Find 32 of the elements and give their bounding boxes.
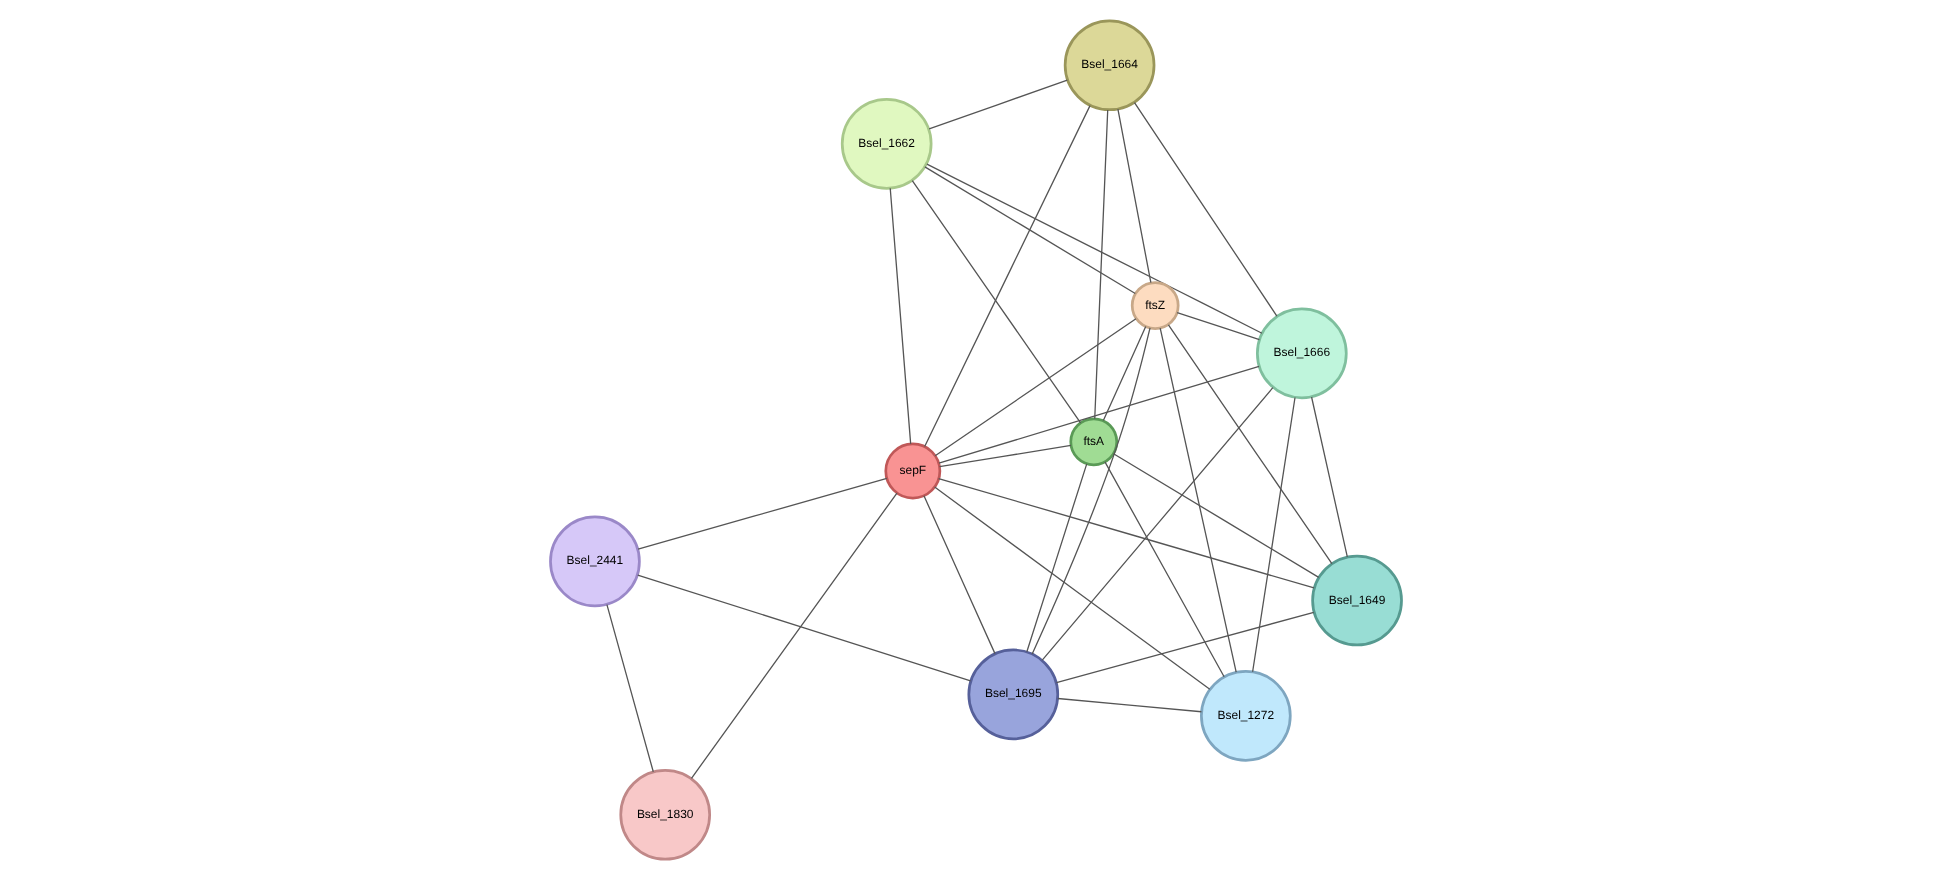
connector <box>1040 387 1273 661</box>
connector <box>1116 108 1151 284</box>
connector <box>923 104 1090 448</box>
connector <box>1101 325 1146 422</box>
connector <box>910 180 1081 424</box>
connector <box>636 574 971 682</box>
connector <box>1250 396 1295 673</box>
connector <box>927 79 1067 130</box>
connector <box>922 495 995 655</box>
connector <box>605 603 653 773</box>
connector <box>933 318 1136 457</box>
connector <box>689 492 897 779</box>
connector <box>888 187 911 445</box>
connector <box>636 477 887 550</box>
connector <box>1166 324 1332 565</box>
connector <box>1054 611 1314 684</box>
connector <box>1132 101 1277 317</box>
connector <box>1056 697 1202 713</box>
connector <box>925 163 1262 334</box>
connector <box>1309 396 1347 558</box>
connector <box>933 486 1210 690</box>
connector <box>1111 453 1319 579</box>
connector <box>937 365 1259 464</box>
connector <box>923 166 1135 295</box>
connector <box>937 444 1071 468</box>
connector <box>1025 463 1087 653</box>
connector <box>936 477 1314 589</box>
connector <box>1030 327 1150 655</box>
connector <box>1103 461 1224 678</box>
connector <box>1175 312 1260 341</box>
connector <box>1093 109 1108 420</box>
connector <box>1158 327 1236 673</box>
